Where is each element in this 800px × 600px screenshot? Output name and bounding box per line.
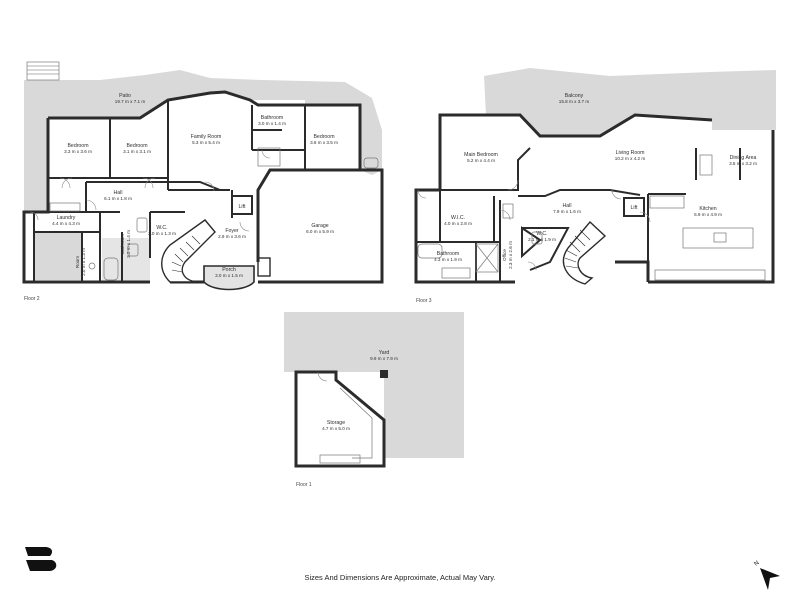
room-dims-wc-f3: 2.1 m x 1.9 m bbox=[528, 237, 556, 242]
room-name-bathroom-f2b: Bathroom bbox=[120, 234, 125, 254]
room-dims-bathroom-f2: 3.0 m x 1.4 m bbox=[258, 121, 286, 126]
floor-2-plan: Patio 19.7 m x 7.1 m Bedroom 3.3 m x 3.6… bbox=[22, 61, 384, 302]
fixtures-f3 bbox=[417, 154, 766, 281]
floor-3-interior-walls bbox=[416, 147, 741, 282]
room-dims-laundry: 4.4 m x 4.3 m bbox=[52, 221, 80, 226]
room-name-living-room: Living Room bbox=[616, 150, 645, 156]
logo-icon bbox=[25, 547, 57, 571]
room-dims-garage: 6.0 m x 5.9 m bbox=[306, 229, 334, 234]
floor-1-label: Floor 1 bbox=[296, 482, 312, 488]
room-name-patio: Patio bbox=[119, 93, 131, 99]
stair-icon bbox=[562, 220, 607, 285]
lift-box-f2 bbox=[257, 257, 271, 277]
room-dims-dining-area: 3.5 m x 3.2 m bbox=[729, 161, 757, 166]
room-name-yard: Yard bbox=[379, 350, 390, 356]
room-dims-bedroom-c: 3.6 m x 3.5 m bbox=[310, 140, 338, 145]
room-name-storage: Storage bbox=[327, 420, 345, 426]
fixtures-f1 bbox=[319, 387, 373, 464]
north-arrow-icon: N bbox=[753, 560, 780, 590]
room-name-balcony: Balcony bbox=[565, 93, 584, 99]
room-name-lift-f3: Lift bbox=[631, 205, 638, 211]
porch-area bbox=[203, 265, 255, 291]
room-dims-bathroom-f3: 4.3 m x 1.9 m bbox=[434, 257, 462, 262]
room-name-dining-area: Dining Area bbox=[730, 155, 757, 161]
room-name-bedroom-a: Bedroom bbox=[67, 143, 88, 149]
door-icon bbox=[417, 179, 651, 271]
yard-area bbox=[284, 312, 464, 458]
chimney-marker bbox=[380, 370, 388, 378]
room-dims-porch: 3.0 m x 1.5 m bbox=[215, 273, 243, 278]
room-dims-hall-f2: 6.1 m x 1.8 m bbox=[104, 196, 132, 201]
room-name-wic: W.I.C. bbox=[451, 215, 465, 221]
room-name-hall-f3: Hall bbox=[563, 203, 572, 209]
room-dims-wic: 4.0 m x 2.8 m bbox=[444, 221, 472, 226]
room-dims-storage: 4.7 m x 5.0 m bbox=[322, 426, 350, 431]
room-name-bathroom-f3: Bathroom bbox=[437, 251, 460, 257]
room-name-wc-f2: W.C. bbox=[156, 225, 167, 231]
door-icon bbox=[29, 149, 271, 232]
room-dims-family-room: 5.3 m x 5.4 m bbox=[192, 140, 220, 145]
room-dims-balcony: 15.8 m x 3.7 m bbox=[559, 99, 590, 104]
room-dims-yard: 9.9 m x 7.9 m bbox=[370, 356, 398, 361]
floor-3-interior bbox=[416, 115, 773, 284]
room-name-bedroom-b: Bedroom bbox=[126, 143, 147, 149]
room-dims-hall-f3: 7.9 m x 1.6 m bbox=[553, 209, 581, 214]
room-dims-office: 2.3 m x 2.6 m bbox=[508, 241, 513, 269]
floor-2-label: Floor 2 bbox=[24, 296, 40, 302]
room-name-porch: Porch bbox=[222, 267, 236, 273]
room-dims-living-room: 10.2 m x 4.2 m bbox=[615, 156, 646, 161]
fixtures-f2 bbox=[49, 147, 379, 281]
room-name-laundry: Laundry bbox=[57, 215, 76, 221]
room-name-bedroom-c: Bedroom bbox=[313, 134, 334, 140]
room-dims-patio: 19.7 m x 7.1 m bbox=[115, 99, 146, 104]
patio-area bbox=[24, 70, 382, 212]
room-name-room-f2: Room bbox=[75, 256, 80, 268]
north-letter: N bbox=[753, 560, 760, 567]
room-name-hall-f2: Hall bbox=[114, 190, 123, 196]
floor-1-plan: Yard 9.9 m x 7.9 m Storage 4.7 m x 5.0 m… bbox=[284, 312, 464, 488]
room-name-foyer: Foyer bbox=[225, 228, 239, 234]
patio-steps bbox=[26, 61, 60, 81]
room-dims-wc-f2: 2.0 m x 1.3 m bbox=[148, 231, 176, 236]
room-name-family-room: Family Room bbox=[191, 134, 222, 140]
room-name-kitchen: Kitchen bbox=[699, 206, 716, 212]
floor-2-interior bbox=[24, 92, 382, 282]
floor-1-walls bbox=[294, 370, 386, 468]
door-icon bbox=[317, 371, 328, 382]
room-name-office: Office bbox=[502, 249, 507, 261]
floor-3-label: Floor 3 bbox=[416, 298, 432, 304]
stair-icon bbox=[161, 219, 216, 283]
disclaimer-text: Sizes And Dimensions Are Approximate, Ac… bbox=[304, 573, 496, 582]
room-dims-bedroom-a: 3.3 m x 3.6 m bbox=[64, 149, 92, 154]
room-dims-bedroom-b: 3.1 m x 3.1 m bbox=[123, 149, 151, 154]
room-dims-room-f2: 2.0 m x 1.3 m bbox=[81, 248, 86, 276]
floor-2-interior-walls bbox=[33, 100, 306, 282]
room-name-bathroom-f2: Bathroom bbox=[261, 115, 284, 121]
room-name-garage: Garage bbox=[311, 223, 328, 229]
room-dims-kitchen: 6.9 m x 4.9 m bbox=[694, 212, 722, 217]
room-name-lift-f2: Lift bbox=[239, 204, 246, 210]
room-dims-bathroom-f2b: 3.2 m x 1.4 m bbox=[126, 230, 131, 258]
room-dims-main-bedroom: 5.2 m x 4.4 m bbox=[467, 158, 495, 163]
room-name-main-bedroom: Main Bedroom bbox=[464, 152, 498, 158]
room-name-wc-f3: W.C. bbox=[536, 231, 547, 237]
laundry-floor bbox=[34, 232, 82, 280]
room-dims-foyer: 2.9 m x 3.6 m bbox=[218, 234, 246, 239]
floor-3-plan: Balcony 15.8 m x 3.7 m Main Bedroom 5.2 … bbox=[414, 68, 776, 304]
floor-3-walls bbox=[414, 113, 775, 284]
bathroom-f2b-floor bbox=[102, 238, 150, 282]
storage-floor bbox=[296, 372, 384, 466]
